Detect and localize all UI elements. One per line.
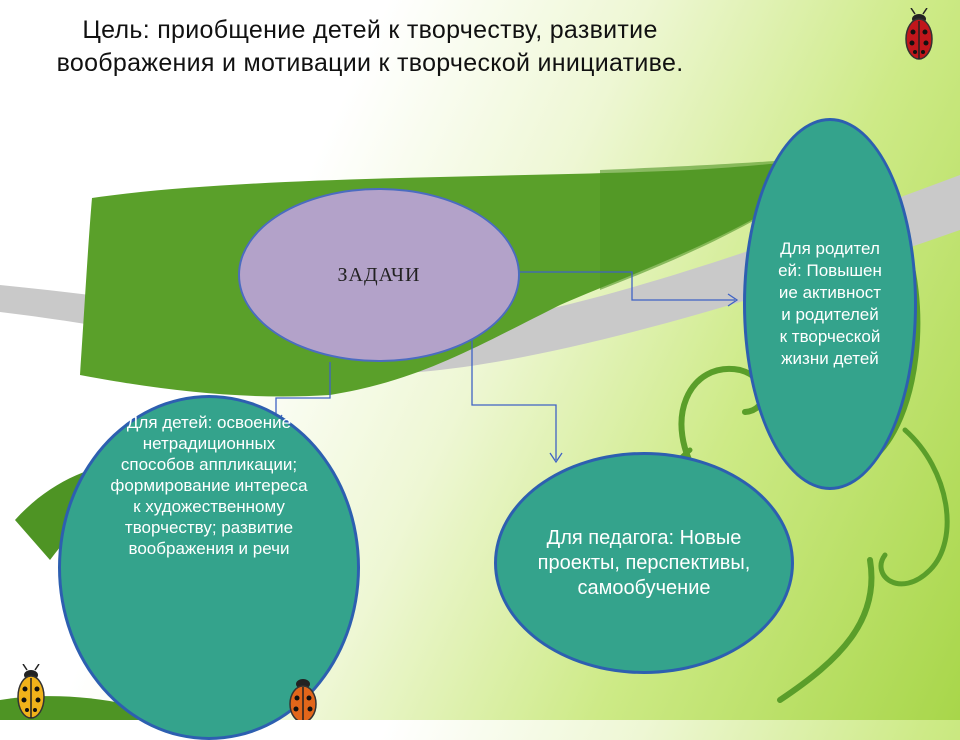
connectors — [275, 271, 735, 460]
ladybug-icon — [17, 664, 45, 719]
parents-oval: Для родителей: Повышение активности роди… — [743, 118, 917, 490]
connector-to-children — [275, 362, 331, 422]
parents-text: Для родителей: Повышение активности роди… — [778, 239, 882, 368]
arrowhead-parents — [727, 293, 739, 307]
children-text: Для детей: освоение нетрадиционных спосо… — [110, 413, 308, 558]
tasks-label: ЗАДАЧИ — [337, 263, 421, 286]
connector-to-teacher — [471, 340, 557, 460]
ladybug-icon — [905, 8, 933, 60]
teacher-oval: Для педагога: Новые проекты, перспективы… — [494, 452, 794, 674]
connector-to-parents — [520, 271, 735, 301]
ladybug-icon — [289, 679, 317, 720]
arrowhead-teacher — [549, 452, 563, 464]
teacher-text: Для педагога: Новые проекты, перспективы… — [537, 526, 751, 599]
tasks-oval: ЗАДАЧИ — [238, 188, 520, 362]
page-title: Цель: приобщение детей к творчеству, раз… — [56, 16, 684, 77]
